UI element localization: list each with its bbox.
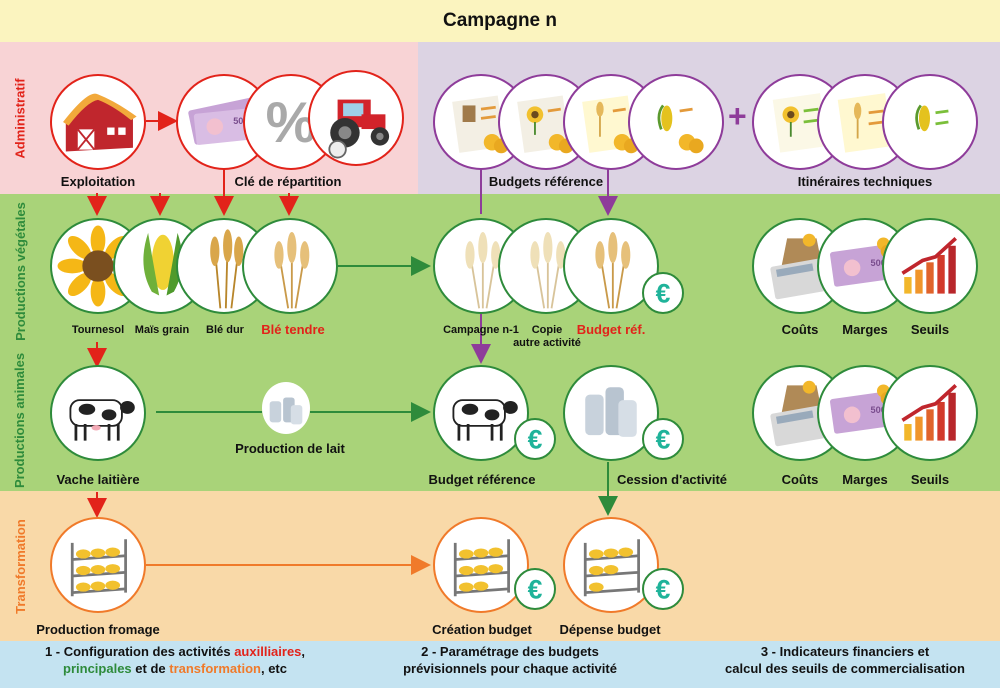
- budget-sheet-icon: [452, 95, 509, 154]
- percent-icon: %: [266, 91, 317, 155]
- sunflower-sheet-icon: [772, 93, 828, 153]
- svg-text:500: 500: [871, 405, 886, 415]
- seuils-node-animal[interactable]: [882, 365, 978, 461]
- corn-sheet-icon: [902, 93, 958, 153]
- budget-sheet-icon: [517, 95, 574, 154]
- ble-dur-label: Blé dur: [206, 324, 244, 336]
- budget-reference-node[interactable]: [433, 365, 529, 461]
- svg-text:€: €: [656, 425, 671, 455]
- cheese-rack-icon: [453, 539, 510, 597]
- cow-icon: [452, 399, 518, 441]
- fromage-label: Production fromage: [36, 622, 160, 637]
- vache-label: Vache laitière: [56, 472, 140, 487]
- budget-reference-label: Budget référence: [428, 472, 536, 487]
- milk-cans-icon: [585, 387, 637, 437]
- ble-tendre-node[interactable]: [242, 218, 338, 314]
- depense-node[interactable]: [563, 517, 659, 613]
- wheat-icon: [210, 229, 244, 309]
- creation-node[interactable]: [433, 517, 529, 613]
- itineraire-node-3[interactable]: [882, 74, 978, 170]
- budget-ref-short-label: Budget réf.: [576, 322, 646, 337]
- growth-chart-icon: [901, 384, 957, 441]
- couts-label-veg: Coûts: [781, 322, 819, 337]
- footer-band: [0, 641, 1000, 688]
- svg-text:500: 500: [871, 258, 886, 268]
- cle-tractor-node[interactable]: [308, 70, 404, 166]
- page-title: Campagne n: [0, 0, 1000, 42]
- euro-badge-animal-2: €: [642, 418, 684, 460]
- side-label-animal: Productions animales: [12, 352, 28, 488]
- marges-label-animal: Marges: [842, 472, 888, 487]
- cow-icon: [69, 399, 135, 441]
- milk-cans-icon: [269, 397, 303, 425]
- cheese-rack-icon: [70, 539, 127, 597]
- svg-text:€: €: [656, 575, 671, 605]
- cheese-rack-icon: [583, 539, 640, 597]
- svg-text:€: €: [528, 575, 543, 605]
- wheat-icon: [530, 231, 566, 309]
- budget-sheet-node-4[interactable]: [628, 74, 724, 170]
- campagne-label: Campagne n-1: [443, 324, 519, 336]
- cession-label: Cession d'activité: [616, 472, 728, 487]
- euro-icon: €: [656, 425, 671, 455]
- cle-label: Clé de répartition: [234, 174, 342, 189]
- depense-label: Dépense budget: [559, 622, 661, 637]
- budget-sheet-icon: [582, 95, 639, 154]
- mais-label: Maïs grain: [134, 324, 190, 336]
- calculator-icon: [770, 233, 826, 300]
- svg-text:%: %: [266, 91, 317, 155]
- euro-badge-transfo-2: €: [642, 568, 684, 610]
- side-label-vegetal: Productions végétales: [12, 202, 28, 341]
- ble-tendre-label: Blé tendre: [261, 322, 325, 337]
- barn-icon: [63, 93, 137, 152]
- budget-sheet-icon: [647, 95, 704, 154]
- seuils-label-animal: Seuils: [910, 472, 950, 487]
- lait-node[interactable]: [262, 382, 310, 434]
- side-label-transfo: Transformation: [12, 518, 28, 614]
- creation-label: Création budget: [432, 622, 532, 637]
- euro-icon: €: [656, 575, 671, 605]
- lait-label: Production de lait: [235, 441, 345, 456]
- euro-badge-animal-1: €: [514, 418, 556, 460]
- footer-step-1: 1 - Configuration des activités auxillia…: [44, 644, 306, 676]
- plus-sign: +: [728, 98, 747, 134]
- svg-text:500: 500: [233, 116, 248, 126]
- vache-node[interactable]: [50, 365, 146, 461]
- exploitation-node[interactable]: [50, 74, 146, 170]
- svg-text:€: €: [656, 279, 671, 309]
- wheat-icon: [274, 231, 310, 309]
- euro-badge-transfo-1: €: [514, 568, 556, 610]
- growth-chart-icon: [901, 237, 957, 294]
- wheat-icon: [595, 231, 631, 309]
- euro-icon: €: [528, 575, 543, 605]
- tractor-icon: [328, 99, 390, 159]
- side-label-admin: Administratif: [12, 77, 28, 159]
- tournesol-label: Tournesol: [71, 324, 125, 336]
- fromage-node[interactable]: [50, 517, 146, 613]
- euro-icon: €: [656, 279, 671, 309]
- exploitation-label: Exploitation: [60, 174, 136, 189]
- euro-badge-veg: €: [642, 272, 684, 314]
- wheat-sheet-icon: [837, 93, 893, 153]
- marges-label-veg: Marges: [842, 322, 888, 337]
- seuils-node-veg[interactable]: [882, 218, 978, 314]
- calculator-icon: [770, 380, 826, 447]
- itineraires-label: Itinéraires techniques: [797, 174, 933, 189]
- svg-text:€: €: [528, 425, 543, 455]
- seuils-label-veg: Seuils: [910, 322, 950, 337]
- euro-icon: €: [528, 425, 543, 455]
- couts-label-animal: Coûts: [781, 472, 819, 487]
- budgets-ref-label: Budgets référence: [488, 174, 604, 189]
- banknote-icon: 500: [188, 97, 260, 145]
